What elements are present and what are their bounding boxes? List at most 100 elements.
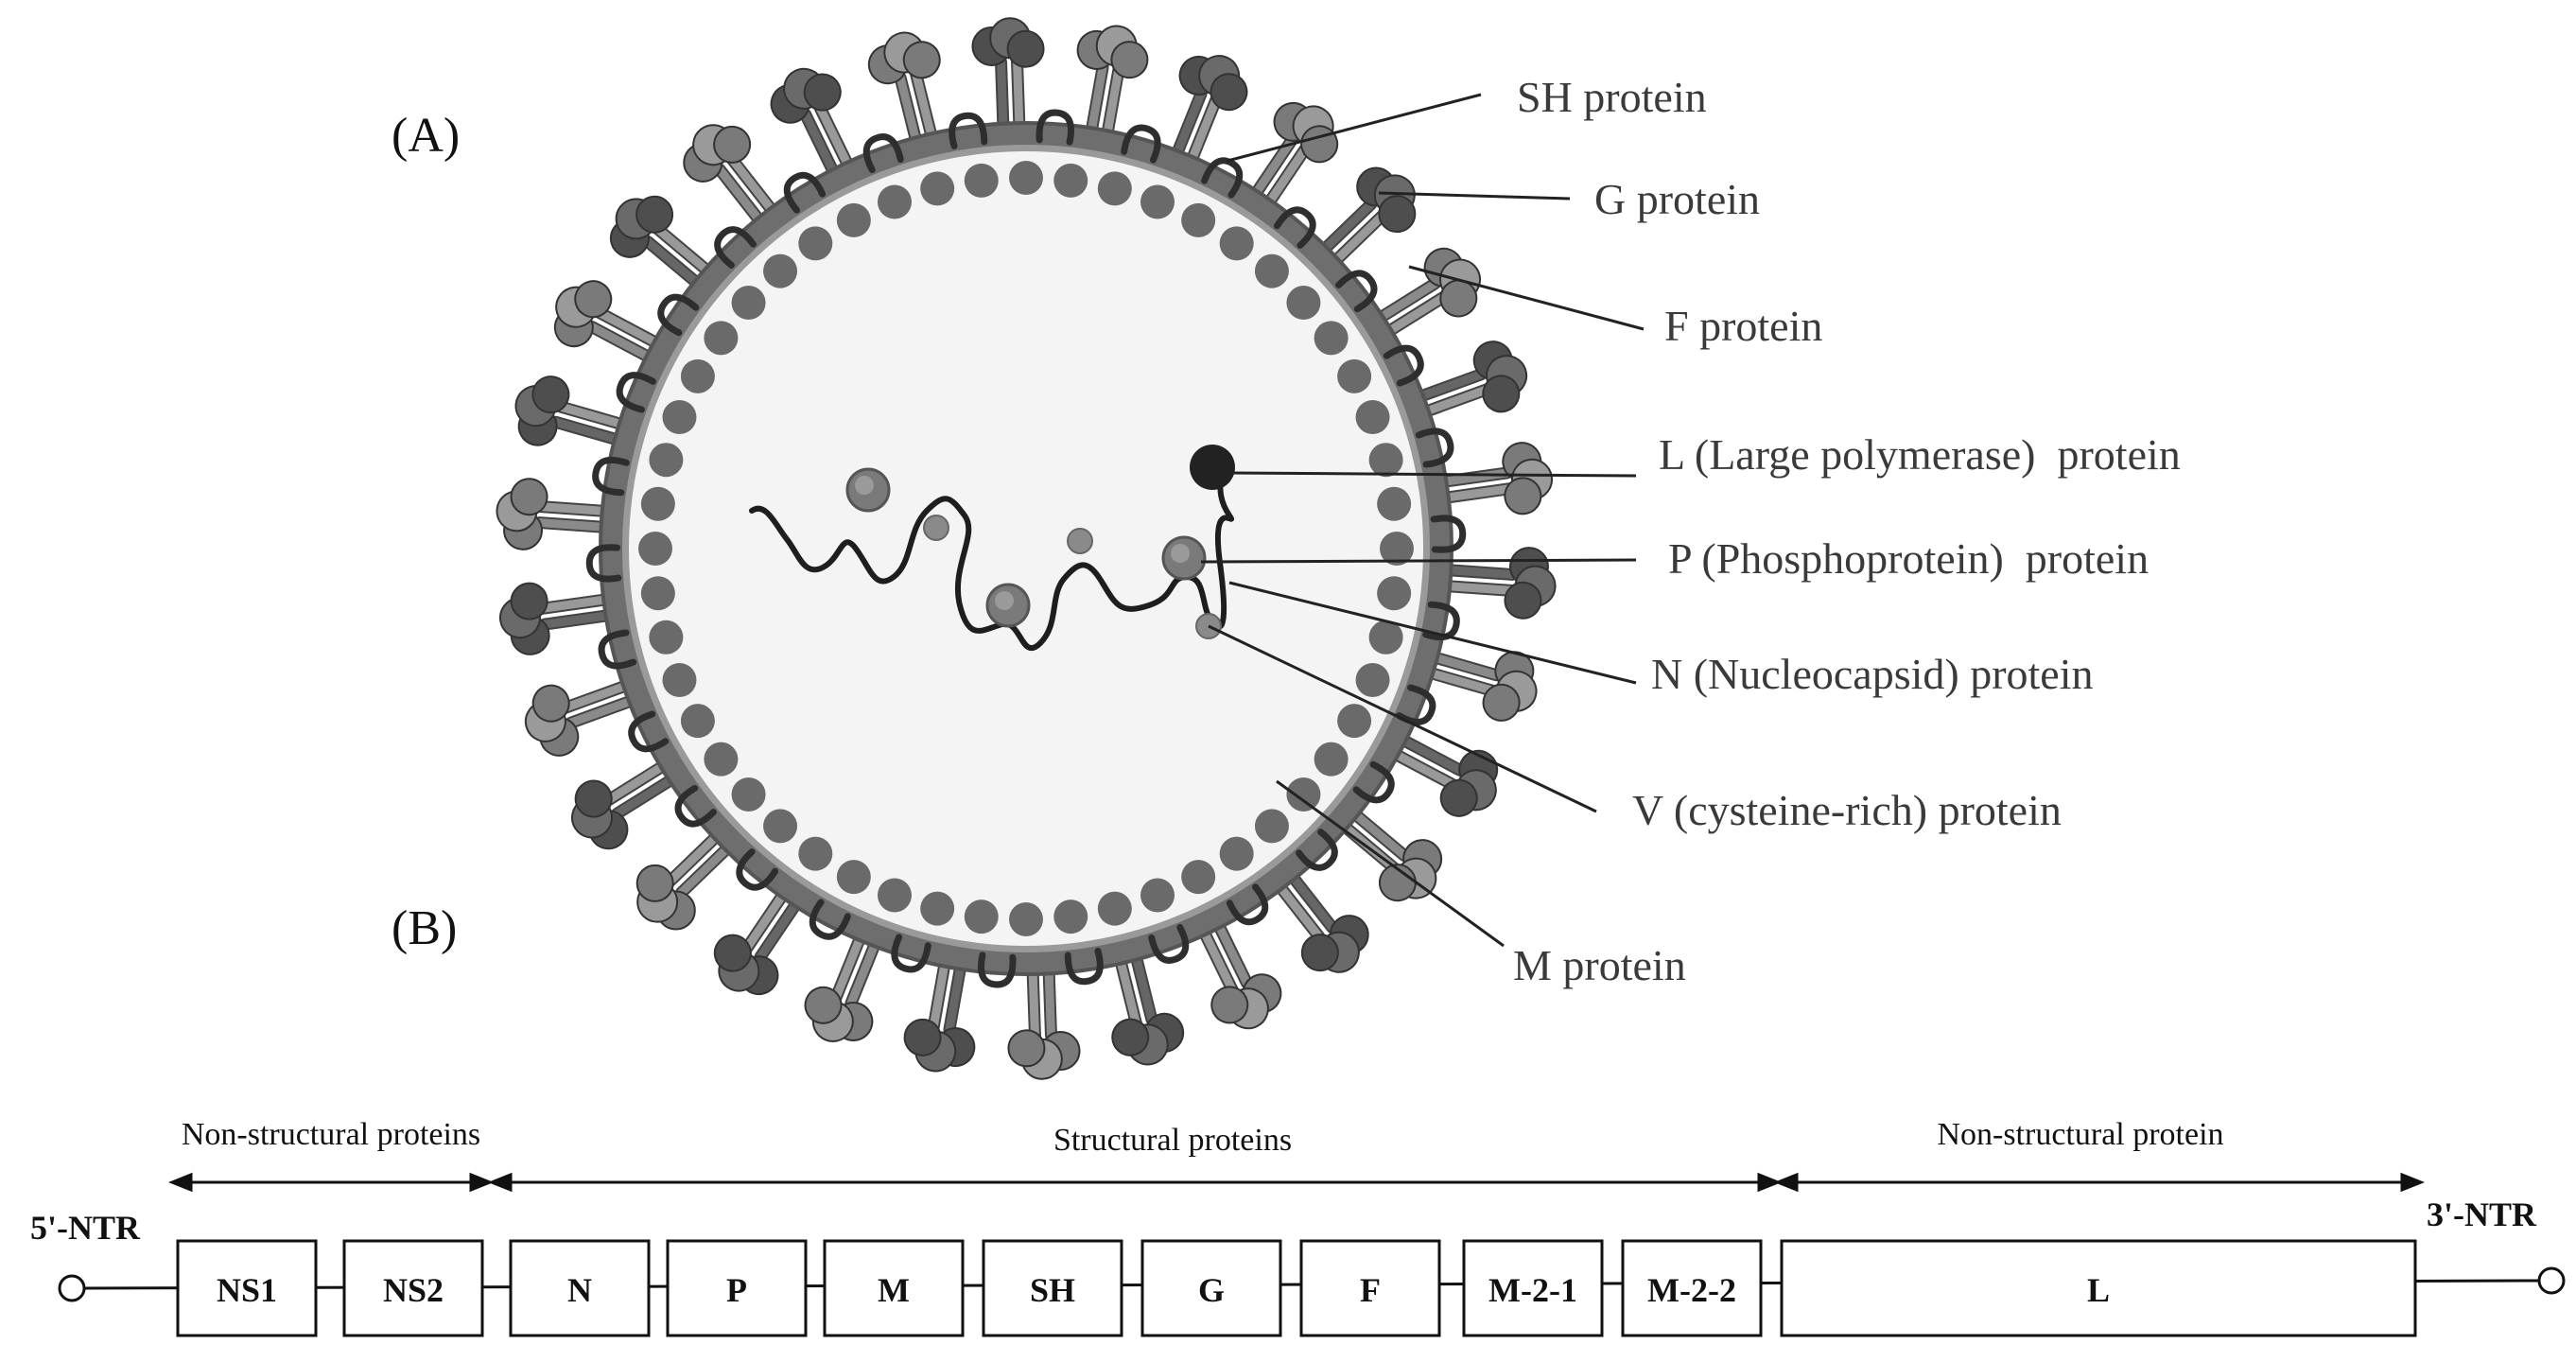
- matrix-protein-dot: [1053, 899, 1088, 934]
- matrix-protein-dot: [638, 532, 672, 566]
- arrowhead: [1773, 1172, 1799, 1193]
- matrix-protein-dot: [1368, 443, 1403, 478]
- gene-box-ns2: [342, 1239, 484, 1337]
- gene-label-ns2: NS2: [383, 1271, 444, 1309]
- gene-label-n: N: [567, 1271, 592, 1309]
- spike-head-lobe: [635, 864, 674, 902]
- sh-hook: [783, 171, 827, 214]
- matrix-protein-dot: [1140, 878, 1175, 913]
- label-n-protein: N (Nucleocapsid) protein: [1651, 650, 2094, 698]
- matrix-protein-dot: [1337, 704, 1372, 739]
- matrix-protein-dot: [731, 286, 766, 321]
- matrix-protein-dot: [763, 809, 798, 844]
- matrix-protein-dot: [1097, 171, 1132, 206]
- phosphoprotein-highlight: [995, 591, 1014, 610]
- panel-label-a: (A): [392, 109, 460, 163]
- matrix-protein-dot: [680, 358, 715, 393]
- sh-hook: [1201, 157, 1244, 199]
- g-protein-spike: [1407, 442, 1554, 515]
- spike-head-lobe: [803, 73, 842, 112]
- spike-head-lobe: [531, 375, 570, 414]
- leader-line-f: [1408, 265, 1645, 331]
- sh-protein-mark: [1121, 124, 1161, 164]
- gene-label-ns1: NS1: [217, 1271, 277, 1309]
- ntr-3-label: 3'-NTR: [2427, 1196, 2537, 1233]
- matrix-protein-dot: [1337, 358, 1372, 393]
- spike-head-lobe: [713, 934, 752, 972]
- label-v-protein: V (cysteine-rich) protein: [1632, 786, 2062, 834]
- sh-protein-mark: [1422, 601, 1460, 641]
- matrix-protein-dot: [1181, 860, 1216, 895]
- matrix-protein-dot: [1219, 226, 1254, 261]
- arrowhead: [469, 1172, 495, 1193]
- leader-line-l: [1228, 471, 1637, 478]
- gene-label-f: F: [1360, 1271, 1381, 1309]
- sh-protein-mark: [1036, 109, 1075, 146]
- gene-label-sh: SH: [1030, 1271, 1075, 1309]
- nucleocapsid-sphere: [1067, 528, 1093, 554]
- matrix-protein-dot: [798, 226, 833, 261]
- spike-head-lobe: [1210, 986, 1249, 1024]
- phosphoprotein-highlight: [855, 476, 874, 495]
- matrix-protein-dot: [920, 171, 955, 206]
- matrix-protein-dot: [1219, 836, 1254, 871]
- sh-protein-mark: [1148, 923, 1190, 964]
- sh-hook: [1273, 206, 1316, 249]
- label-m-protein: M protein: [1513, 941, 1686, 989]
- spike-head-lobe: [1504, 581, 1542, 620]
- spike-head-lobe: [1378, 195, 1417, 234]
- gene-label-m: M: [878, 1271, 910, 1309]
- spike-head-lobe: [713, 125, 752, 164]
- polymerase-sphere: [1190, 445, 1235, 490]
- sh-protein-mark: [1383, 344, 1424, 387]
- matrix-protein-dot: [640, 486, 675, 521]
- leader-line-sh: [1227, 93, 1482, 163]
- group-label-nonstructural-right: Non-structural protein: [1937, 1117, 2223, 1152]
- matrix-protein-dot: [1377, 576, 1412, 611]
- gene-label-g: G: [1198, 1271, 1225, 1309]
- spike-head-lobe: [1300, 934, 1339, 972]
- gene-box-m: [823, 1239, 965, 1337]
- sh-protein-mark: [657, 293, 700, 337]
- sh-hook: [1064, 948, 1104, 986]
- sh-protein-mark: [736, 848, 779, 891]
- sh-protein-mark: [1296, 829, 1338, 871]
- arrowhead: [167, 1172, 193, 1193]
- gene-box-m-2-2: [1621, 1239, 1763, 1337]
- sh-hook: [1430, 515, 1467, 553]
- sh-hook: [592, 456, 630, 497]
- spike-head-lobe: [1439, 279, 1478, 318]
- sh-hook: [628, 710, 670, 753]
- matrix-protein-dot: [877, 184, 912, 219]
- gene-label-m-2-1: M-2-1: [1488, 1271, 1577, 1309]
- matrix-protein-dot: [1377, 486, 1412, 521]
- matrix-protein-dot: [964, 899, 999, 934]
- label-sh-protein: SH protein: [1517, 73, 1707, 121]
- sh-protein-mark: [585, 544, 622, 583]
- group-label-structural: Structural proteins: [1053, 1123, 1292, 1158]
- sh-protein-mark: [714, 226, 757, 269]
- sh-hook: [585, 544, 622, 583]
- virion-illustration: [496, 17, 1557, 1080]
- sh-hook: [1296, 829, 1338, 871]
- matrix-protein-dot: [649, 620, 684, 655]
- gene-box-p: [666, 1239, 808, 1337]
- matrix-protein-dot: [1009, 161, 1043, 195]
- spike-head-lobe: [1007, 1029, 1046, 1068]
- spike-head-lobe: [1482, 375, 1521, 413]
- matrix-protein-dot: [1314, 321, 1349, 356]
- panel-label-b: (B): [392, 901, 457, 955]
- sh-protein-mark: [1352, 760, 1395, 804]
- matrix-protein-dot: [662, 663, 697, 698]
- gene-box-g: [1140, 1239, 1282, 1337]
- matrix-protein-dot: [662, 399, 697, 434]
- spike-head-lobe: [804, 986, 843, 1024]
- sh-hook: [1396, 684, 1436, 725]
- sh-protein-mark: [1273, 206, 1316, 249]
- ntr-5-terminus: [58, 1274, 86, 1302]
- sh-protein-mark: [1201, 157, 1244, 199]
- spike-head-lobe: [1110, 41, 1149, 79]
- matrix-protein-dot: [964, 163, 999, 198]
- sh-hook: [1121, 124, 1161, 164]
